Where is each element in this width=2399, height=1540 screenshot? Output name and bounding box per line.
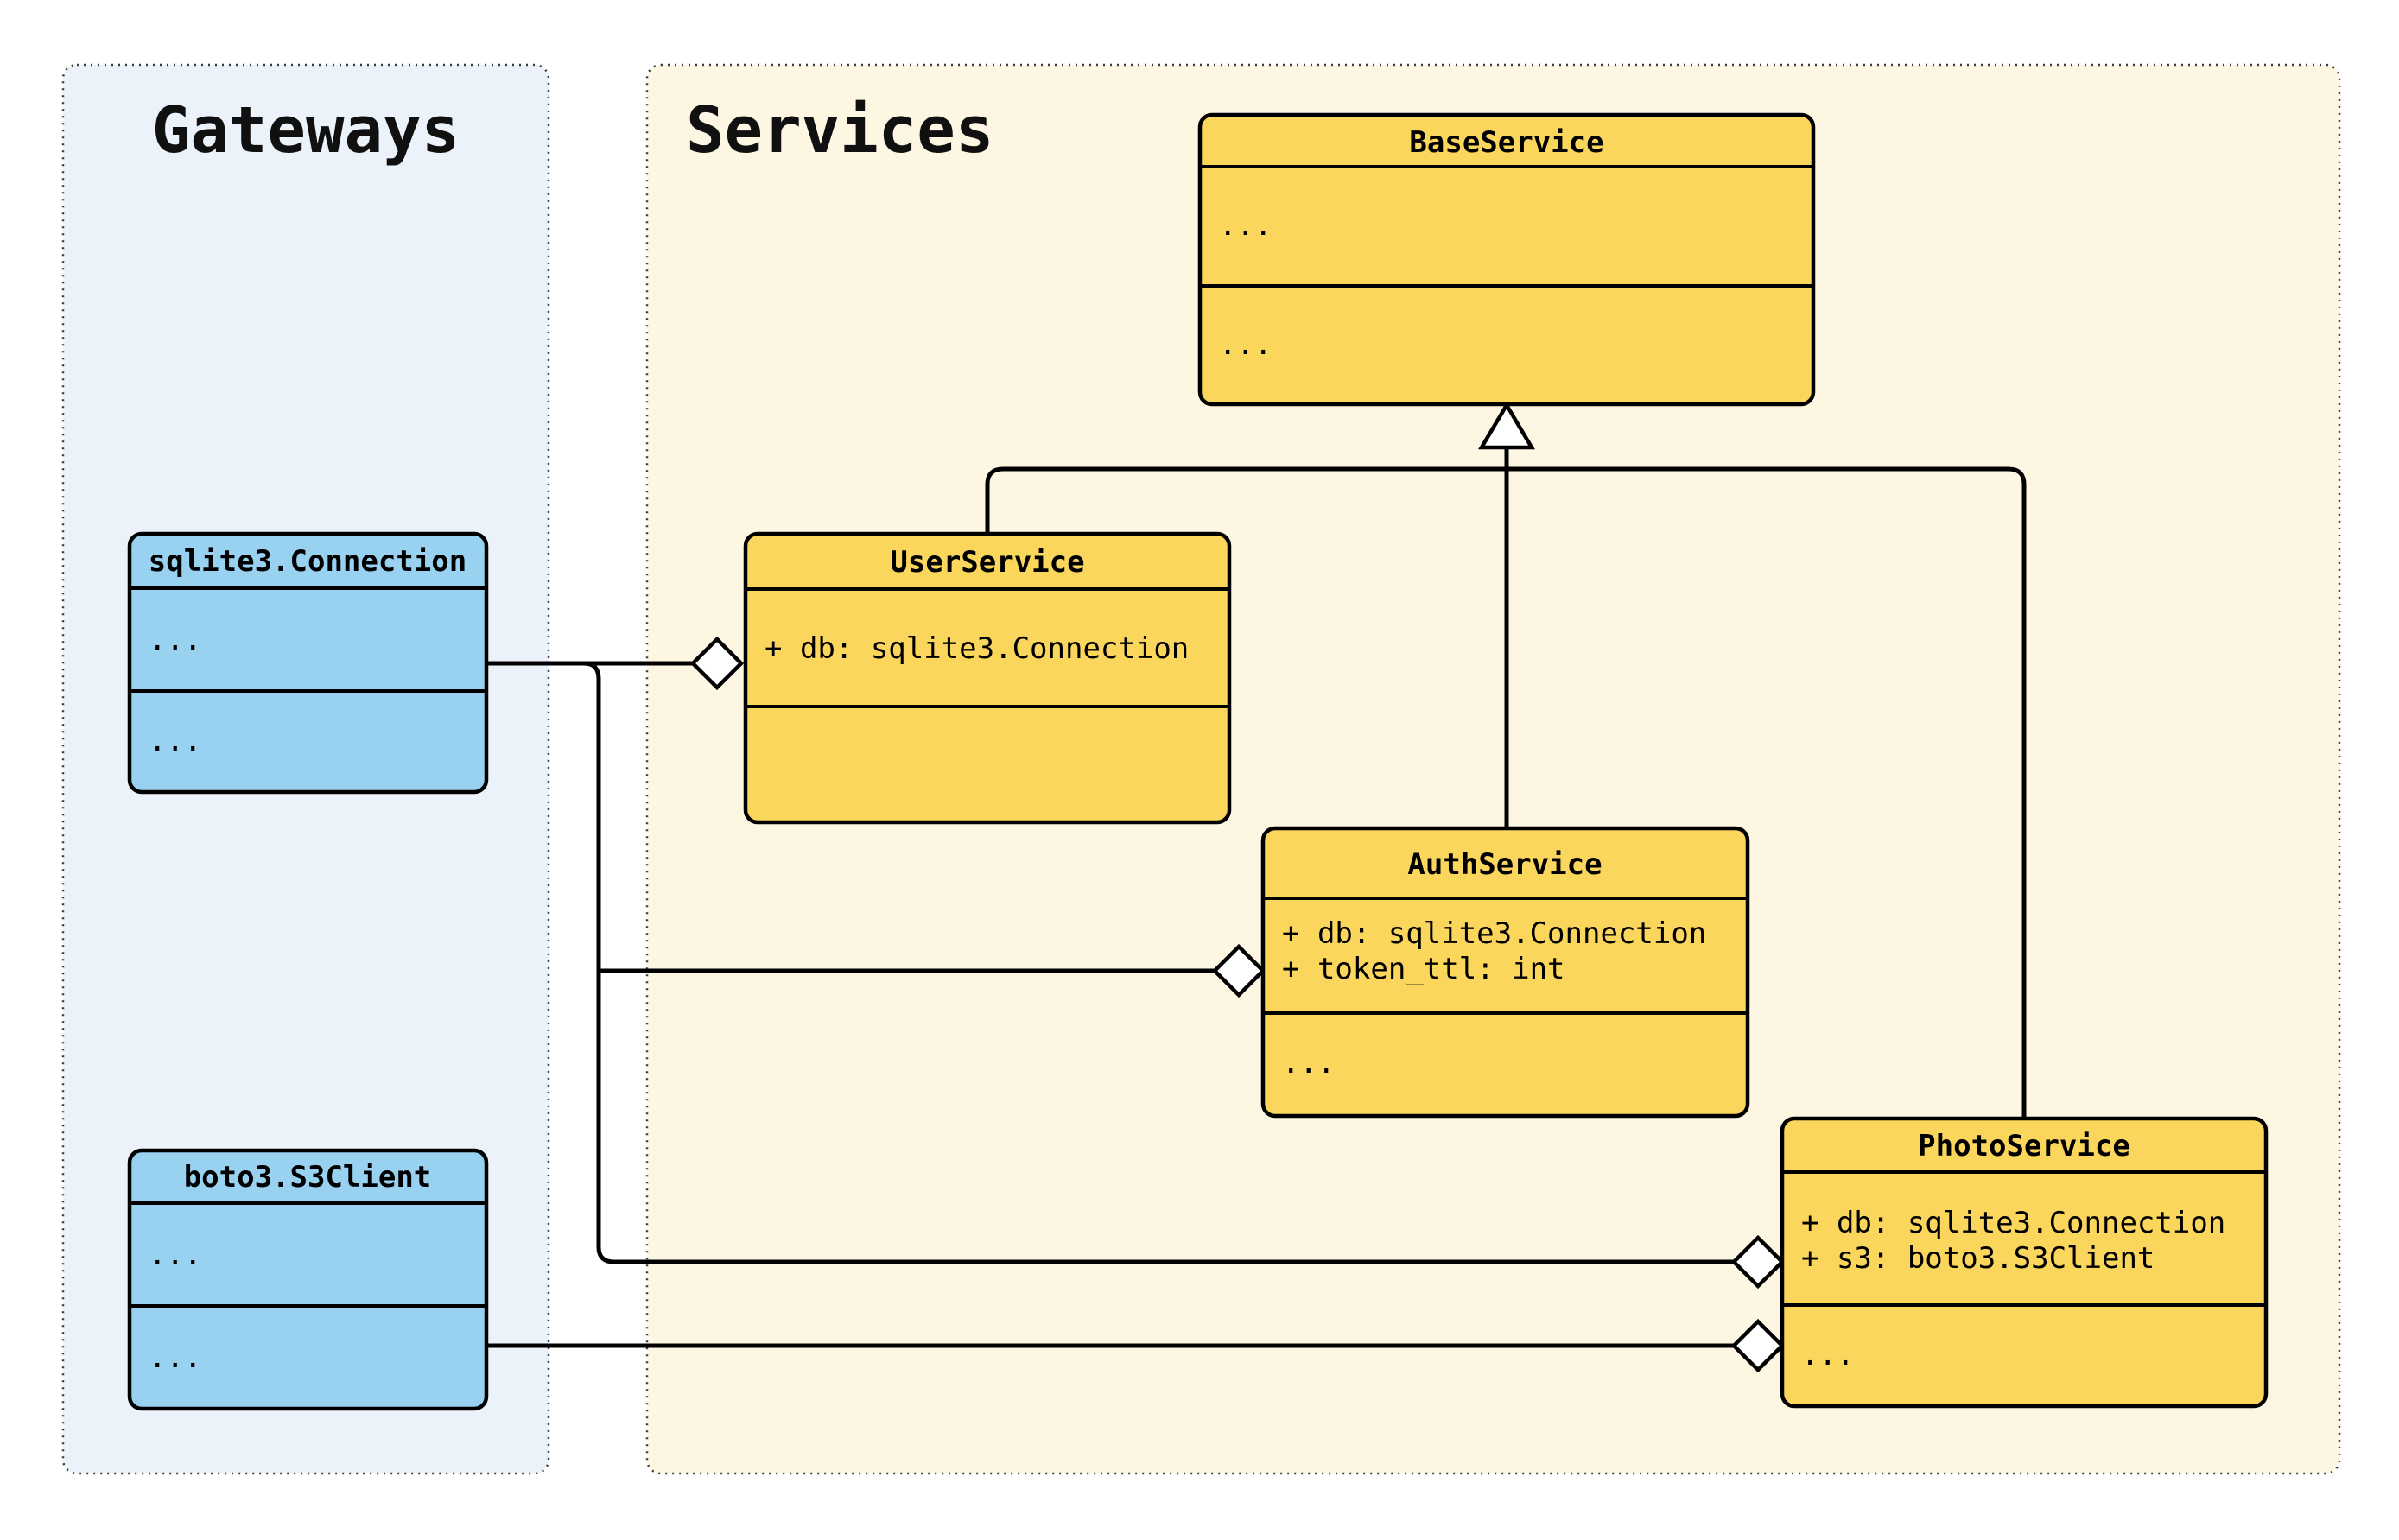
services-container-title: Services xyxy=(686,93,993,168)
class-box-userservice: UserService + db: sqlite3.Connection xyxy=(743,531,1232,825)
aggregation-diamond-photoservice-s3-icon xyxy=(1730,1318,1786,1373)
class-attr1-authservice: + db: sqlite3.Connection xyxy=(1282,916,1706,951)
class-rect-photoservice xyxy=(1780,1116,2269,1409)
inheritance-arrowhead-icon xyxy=(1478,401,1535,450)
class-attrs-baseservice: ... xyxy=(1219,208,1272,243)
class-rect-userservice xyxy=(743,531,1232,825)
class-title-baseservice: BaseService xyxy=(1409,125,1603,160)
class-methods-photoservice: ... xyxy=(1801,1338,1854,1372)
class-attrs-boto3-s3client: ... xyxy=(149,1238,201,1272)
class-methods-authservice: ... xyxy=(1282,1046,1335,1081)
class-box-boto3-s3client: boto3.S3Client ... ... xyxy=(127,1148,489,1411)
class-box-sqlite3-connection: sqlite3.Connection ... ... xyxy=(127,531,489,795)
class-attrs-userservice: + db: sqlite3.Connection xyxy=(765,631,1189,666)
class-box-authservice: AuthService + db: sqlite3.Connection + t… xyxy=(1260,826,1750,1119)
aggregation-diamond-authservice-icon xyxy=(1211,943,1266,998)
class-title-photoservice: PhotoService xyxy=(1918,1129,2130,1163)
class-attr2-authservice: + token_ttl: int xyxy=(1282,952,1565,986)
class-methods-baseservice: ... xyxy=(1219,327,1272,362)
class-title-boto3-s3client: boto3.S3Client xyxy=(184,1160,432,1195)
class-title-userservice: UserService xyxy=(890,545,1084,580)
class-rect-boto3-s3client xyxy=(127,1148,489,1411)
class-rect-authservice xyxy=(1260,826,1750,1119)
class-methods-boto3-s3client: ... xyxy=(149,1340,201,1375)
class-attr2-photoservice: + s3: boto3.S3Client xyxy=(1801,1241,2155,1276)
class-title-authservice: AuthService xyxy=(1407,847,1602,882)
aggregation-branch-sqlite-photoservice xyxy=(583,661,1733,1264)
class-attrs-sqlite3-connection: ... xyxy=(149,623,201,657)
class-rect-baseservice xyxy=(1197,112,1816,407)
class-title-sqlite3-connection: sqlite3.Connection xyxy=(149,544,466,579)
aggregation-diamond-userservice-icon xyxy=(689,636,745,691)
aggregation-diamond-photoservice-db-icon xyxy=(1730,1234,1786,1290)
class-box-photoservice: PhotoService + db: sqlite3.Connection + … xyxy=(1780,1116,2269,1409)
class-attr1-photoservice: + db: sqlite3.Connection xyxy=(1801,1206,2225,1240)
gateways-container-title: Gateways xyxy=(152,93,460,168)
class-methods-sqlite3-connection: ... xyxy=(149,724,201,758)
class-rect-sqlite3-connection xyxy=(127,531,489,795)
class-box-baseservice: BaseService ... ... xyxy=(1197,112,1816,407)
